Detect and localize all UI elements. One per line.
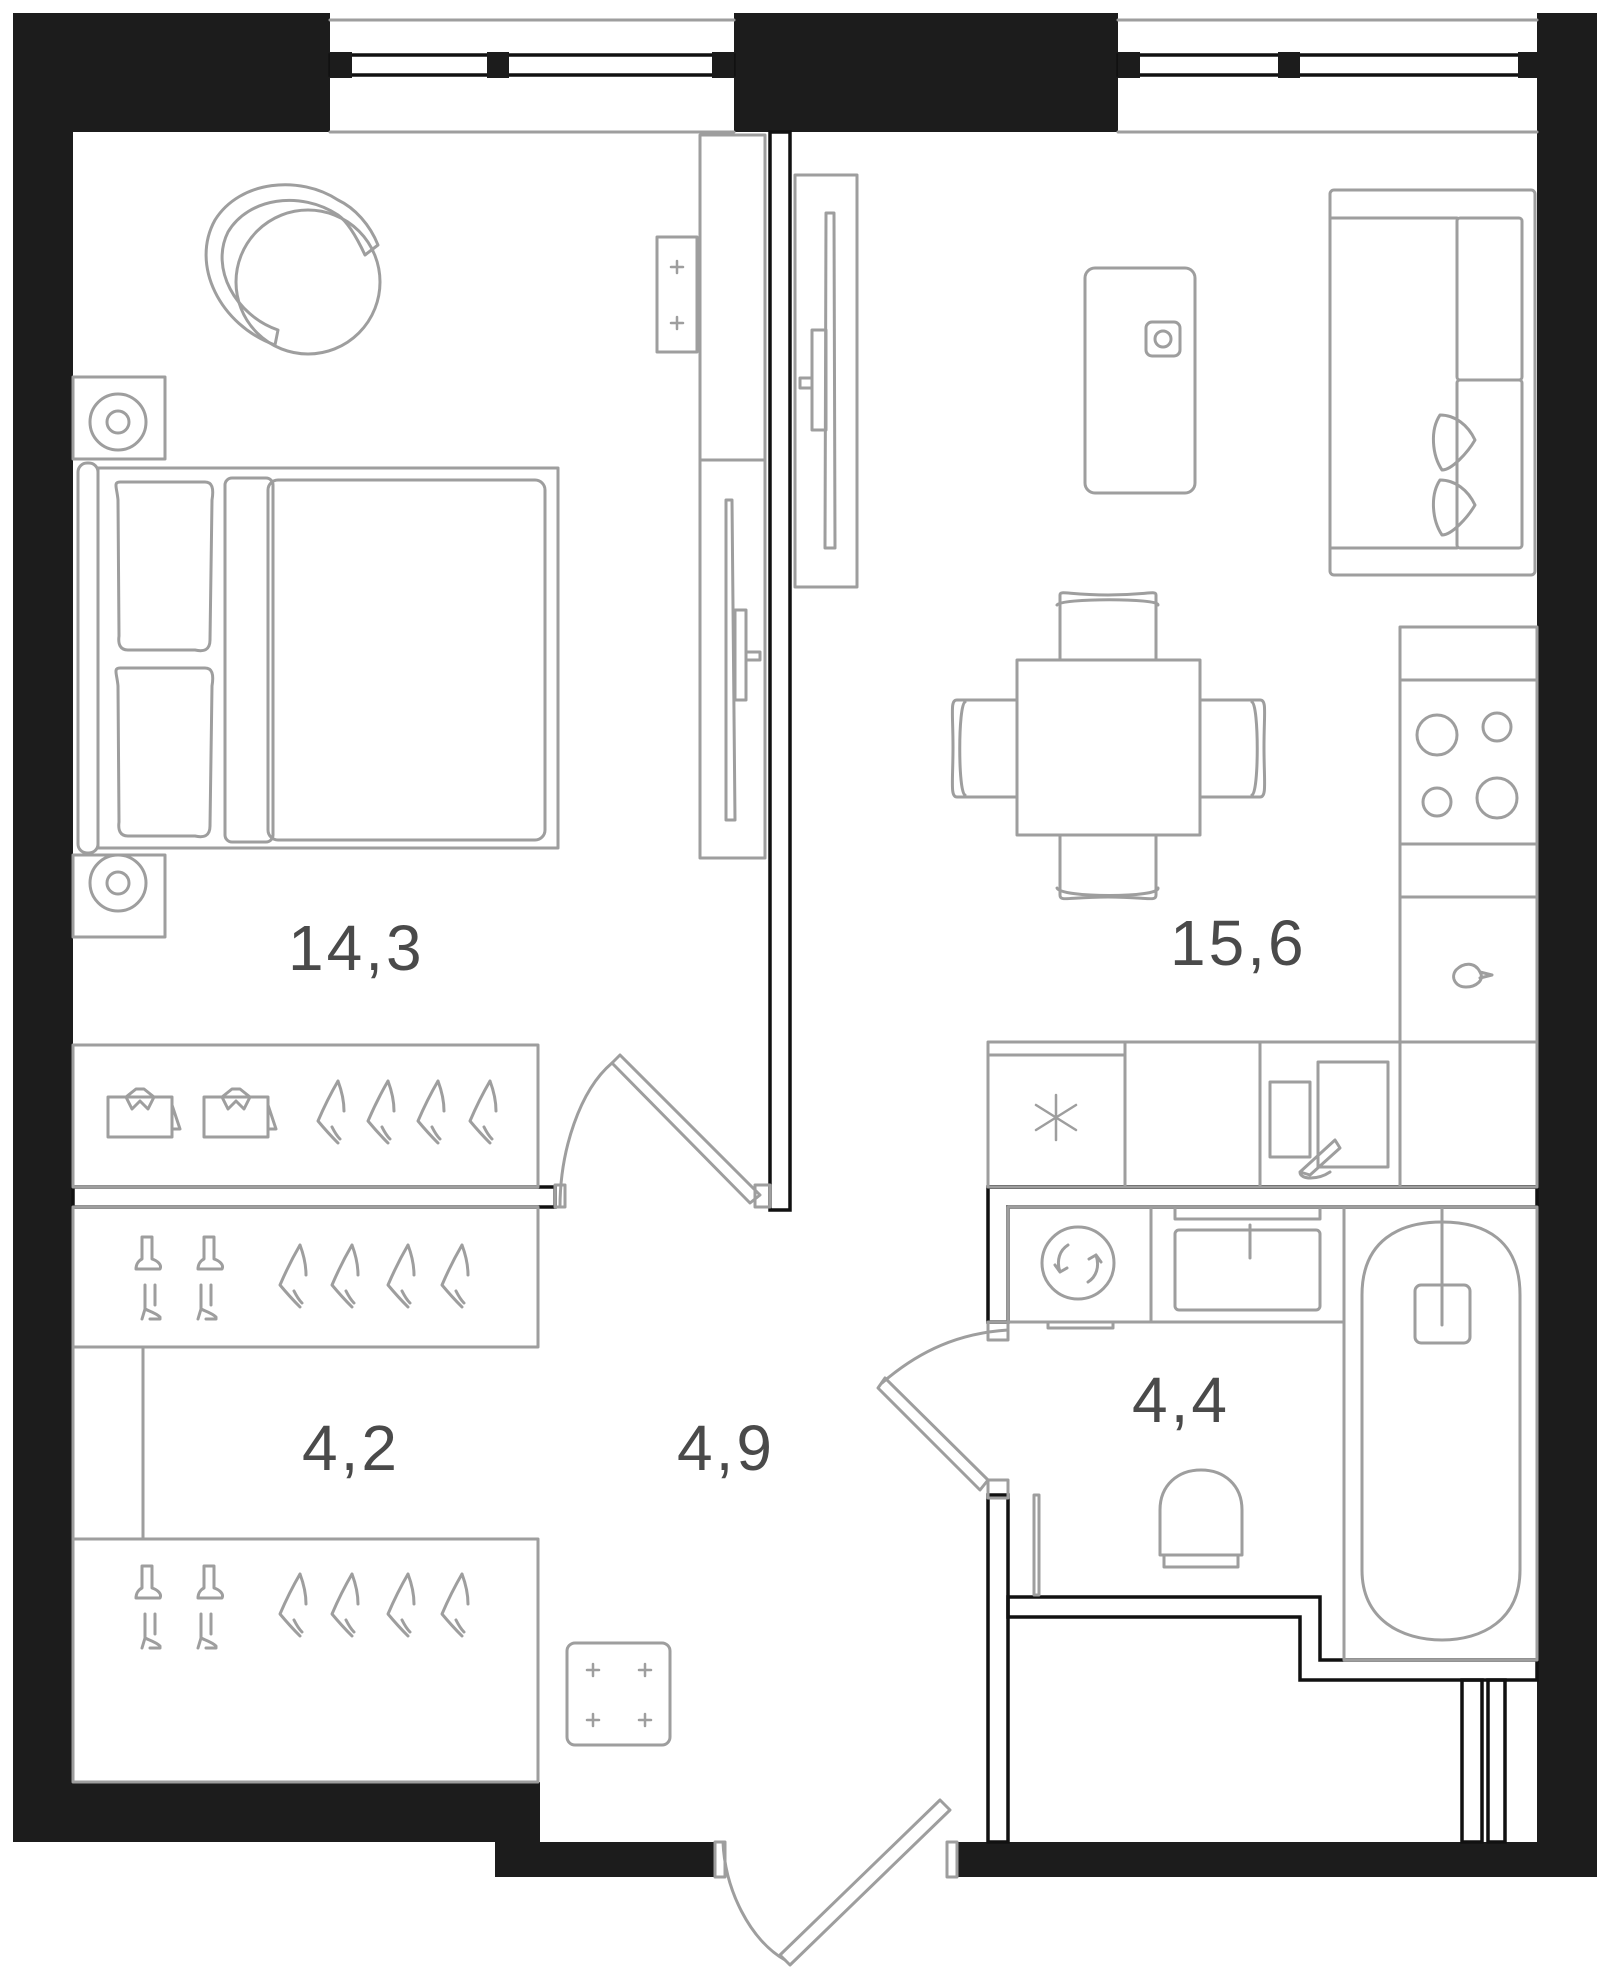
area-living-kitchen: 15,6 — [1170, 907, 1307, 979]
dishwasher-icon — [1268, 1060, 1390, 1180]
kitchen-counter — [986, 625, 1539, 1189]
bathtub-icon — [1342, 1205, 1539, 1662]
bed-icon — [76, 461, 560, 855]
door-bedroom[interactable] — [553, 1053, 772, 1209]
armchair-icon — [204, 183, 382, 356]
window-left — [328, 18, 736, 134]
socket-icon — [655, 235, 699, 354]
room-areas: 14,3 15,6 4,2 4,9 4,4 — [288, 907, 1307, 1484]
sink-icon-kitchen — [1452, 962, 1494, 989]
tv-icon-bedroom — [724, 498, 762, 822]
window-right — [1116, 18, 1540, 134]
area-bedroom: 14,3 — [288, 912, 425, 984]
door-entrance[interactable] — [713, 1798, 959, 1967]
exterior-walls — [13, 13, 1597, 1877]
dining-table-icon — [950, 591, 1267, 901]
sink-icon-bathroom — [1149, 1205, 1346, 1324]
wardrobe-closet-bottom — [71, 1537, 540, 1784]
electrical-panel-icon — [565, 1641, 672, 1747]
door-bathroom[interactable] — [876, 1320, 1010, 1500]
closet-bedroom — [71, 1043, 540, 1189]
wardrobe-closet-top — [71, 1205, 540, 1349]
area-hallway: 4,9 — [677, 1412, 775, 1484]
washing-machine-icon — [1006, 1205, 1153, 1330]
wardrobe-bedroom — [698, 133, 767, 860]
tv-stand-living — [793, 173, 859, 589]
area-wardrobe: 4,2 — [302, 1412, 400, 1484]
area-bathroom: 4,4 — [1132, 1364, 1230, 1436]
wardrobe-bench — [71, 1345, 145, 1541]
toilet-icon — [1032, 1468, 1244, 1597]
fridge-icon — [1034, 1093, 1078, 1142]
coffee-table-icon — [1083, 266, 1197, 495]
nightstand-top-icon — [71, 375, 167, 461]
nightstand-bottom-icon — [71, 853, 167, 939]
sofa-icon — [1328, 188, 1537, 577]
stove-icon — [1415, 711, 1519, 820]
